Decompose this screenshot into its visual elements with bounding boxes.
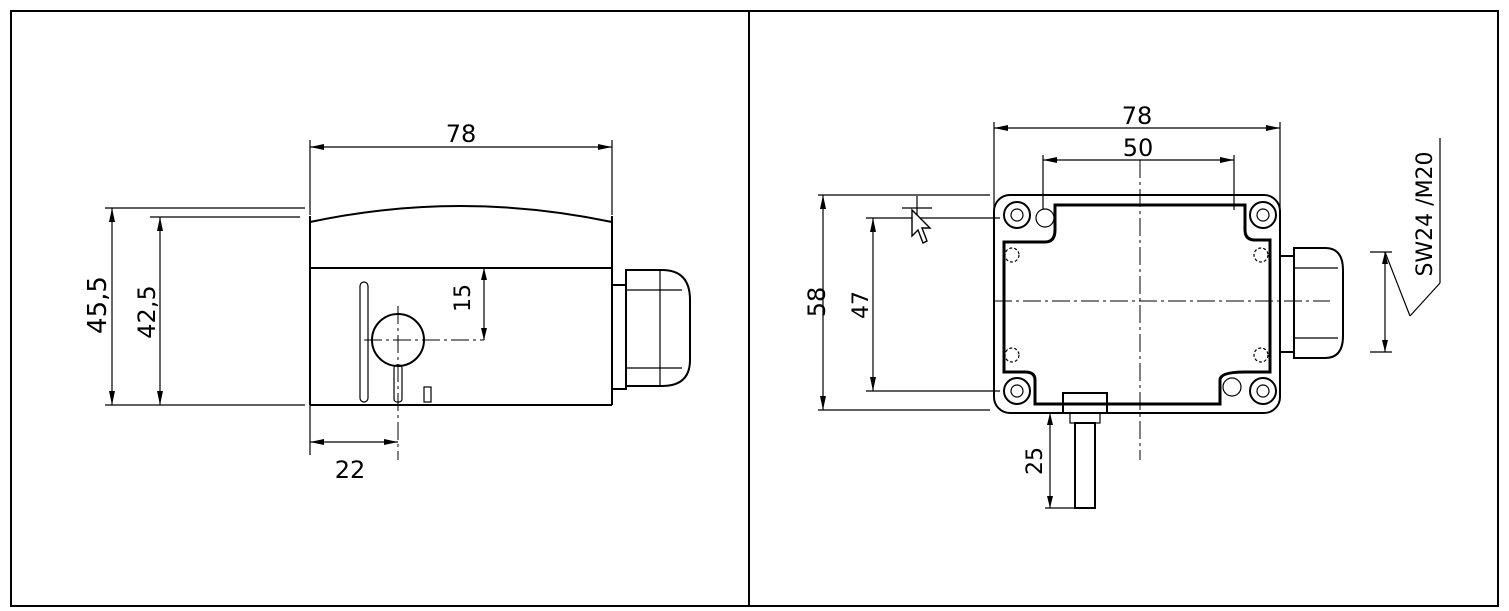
mounting-hole [364, 306, 484, 460]
dim-25: 25 [1023, 412, 1075, 509]
probe-slot [359, 281, 432, 403]
dim-78-side: 78 [309, 120, 613, 215]
dim-label-sw24-m20: SW24 /M20 [1413, 151, 1438, 276]
housing-side-outline [309, 205, 613, 406]
dim-50: 50 [1042, 134, 1235, 210]
dim-78-top: 78 [993, 102, 1281, 210]
cable-gland-top [1279, 247, 1344, 359]
dim-label-78-top: 78 [1122, 102, 1153, 130]
probe-stem [1062, 392, 1108, 509]
dim-label-15: 15 [451, 284, 476, 312]
sheet-border [10, 10, 1499, 607]
dim-label-50: 50 [1123, 134, 1154, 162]
dim-sw24-m20: SW24 /M20 [1370, 138, 1441, 353]
dim-label-78-side: 78 [446, 120, 477, 148]
side-view: 78 45,5 42,5 15 22 [83, 120, 691, 484]
inner-mount-marks [1004, 247, 1269, 363]
dim-45-5: 45,5 [83, 207, 305, 406]
dim-label-45-5: 45,5 [83, 276, 113, 334]
mouse-cursor-icon [902, 196, 932, 244]
cavity-outline [1002, 203, 1272, 406]
corner-screws [1003, 201, 1277, 405]
dim-label-22: 22 [335, 456, 366, 484]
dim-label-47: 47 [849, 291, 874, 319]
dim-label-25: 25 [1023, 447, 1048, 475]
dim-42-5: 42,5 [133, 216, 300, 405]
dim-label-42-5: 42,5 [133, 285, 161, 338]
dim-label-58: 58 [803, 287, 831, 318]
top-view: 78 50 58 47 [803, 102, 1441, 509]
dim-15: 15 [451, 268, 487, 340]
cable-gland-side [611, 269, 691, 390]
dim-58: 58 [803, 194, 990, 411]
dim-22: 22 [309, 405, 398, 484]
dim-47: 47 [849, 217, 1000, 392]
